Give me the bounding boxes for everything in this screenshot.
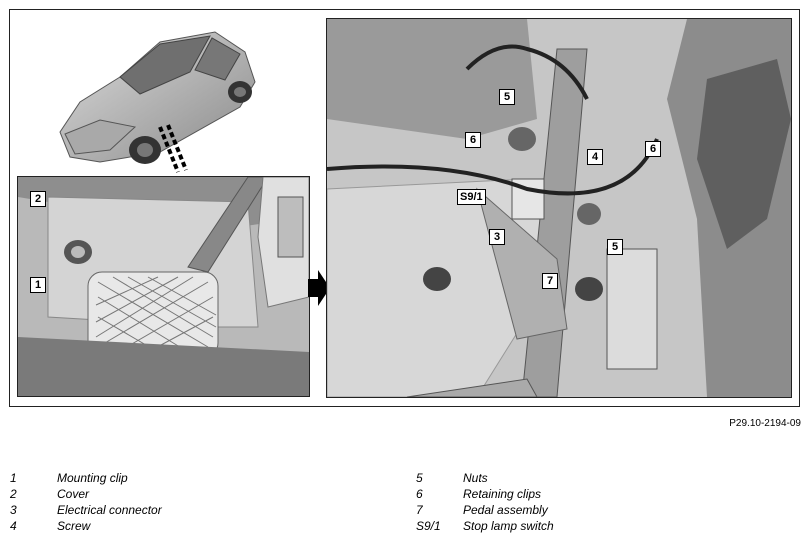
- legend-item: 3 Electrical connector: [10, 502, 310, 518]
- legend-number: 5: [416, 471, 423, 485]
- legend-right: 5 Nuts 6 Retaining clips 7 Pedal assembly S…: [416, 470, 716, 534]
- legend-text: Mounting clip: [57, 471, 128, 485]
- legend-text: Electrical connector: [57, 503, 162, 517]
- callout-5-bottom: 5: [607, 239, 623, 255]
- pedal-assembly-illustration: [327, 19, 791, 397]
- callout-2: 2: [30, 191, 46, 207]
- legend-number: 7: [416, 503, 423, 517]
- callout-1: 1: [30, 277, 46, 293]
- legend-number: 3: [10, 503, 17, 517]
- legend-item: S9/1 Stop lamp switch: [416, 518, 716, 534]
- view-arrow-icon: [308, 270, 330, 306]
- callout-6-right: 6: [645, 141, 661, 157]
- legend-number: 2: [10, 487, 17, 501]
- legend-text: Retaining clips: [463, 487, 542, 501]
- legend-left: 1 Mounting clip 2 Cover 3 Electrical connec…: [10, 470, 310, 534]
- legend-text: Stop lamp switch: [463, 519, 554, 533]
- legend-text: Cover: [57, 487, 90, 501]
- legend-item: 2 Cover: [10, 486, 310, 502]
- pedal-assembly-detail-view: 5 6 6 4 S9/1 3 5 7: [326, 18, 792, 398]
- figure-id: P29.10-2194-09: [729, 418, 801, 429]
- vehicle-overview-illustration: [59, 31, 256, 173]
- callout-s9-1: S9/1: [457, 189, 486, 205]
- legend-number: 1: [10, 471, 17, 485]
- pedal-cover-illustration: [18, 177, 309, 396]
- callout-7: 7: [542, 273, 558, 289]
- callout-3: 3: [489, 229, 505, 245]
- callout-5-top: 5: [499, 89, 515, 105]
- legend-item: 5 Nuts: [416, 470, 716, 486]
- pedal-cover-detail-view: 1 2: [17, 176, 310, 397]
- legend-item: 7 Pedal assembly: [416, 502, 716, 518]
- legend-item: 1 Mounting clip: [10, 470, 310, 486]
- legend-number: 4: [10, 519, 17, 533]
- legend-text: Pedal assembly: [463, 503, 548, 517]
- legend-text: Screw: [57, 519, 91, 533]
- callout-4: 4: [587, 149, 603, 165]
- legend-number: S9/1: [416, 519, 441, 533]
- legend-item: 4 Screw: [10, 518, 310, 534]
- legend-number: 6: [416, 487, 423, 501]
- callout-6-left: 6: [465, 132, 481, 148]
- legend-item: 6 Retaining clips: [416, 486, 716, 502]
- legend-text: Nuts: [463, 471, 488, 485]
